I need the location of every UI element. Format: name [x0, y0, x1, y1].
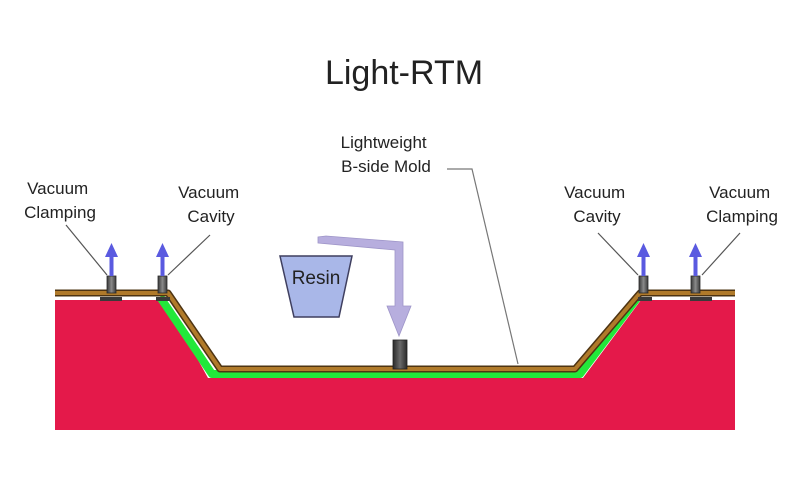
resin-cup — [279, 255, 353, 318]
vacuum-arrow-icon — [637, 243, 650, 276]
clamp-pad — [100, 297, 122, 301]
clamp-pad — [638, 297, 652, 301]
resin-injection-port — [392, 339, 408, 370]
leader-line — [597, 232, 639, 276]
fiber-preform — [156, 294, 642, 378]
diagram-title: Light-RTM — [325, 54, 483, 92]
vacuum-cavity-port-left — [157, 275, 168, 294]
vacuum-cavity-port-right — [638, 275, 649, 294]
a-side-mold — [55, 300, 735, 430]
vacuum-arrow-icon — [689, 243, 702, 276]
mold-leader-line — [447, 168, 519, 365]
vacuum-arrow-icon — [105, 243, 118, 276]
leader-line — [65, 224, 108, 276]
vacuum-arrow-icon — [156, 243, 169, 276]
vacuum-cavity-label-right: Vacuum Cavity — [564, 183, 630, 226]
lightweight-b-side-mold-label: Lightweight B-side Mold — [341, 133, 432, 176]
resin-label: Resin — [292, 268, 341, 289]
clamp-pad — [690, 297, 712, 301]
vacuum-clamping-label-right: Vacuum Clamping — [706, 183, 778, 226]
vacuum-cavity-label-left: Vacuum Cavity — [178, 183, 244, 226]
vacuum-clamping-label-left: Vacuum Clamping — [24, 179, 96, 222]
leader-line — [167, 234, 211, 276]
leader-line — [701, 232, 741, 276]
vacuum-clamping-port-left — [106, 275, 117, 294]
resin-flow-arrow — [317, 235, 412, 338]
vacuum-clamping-port-right — [690, 275, 701, 294]
clamp-pad — [156, 297, 170, 301]
